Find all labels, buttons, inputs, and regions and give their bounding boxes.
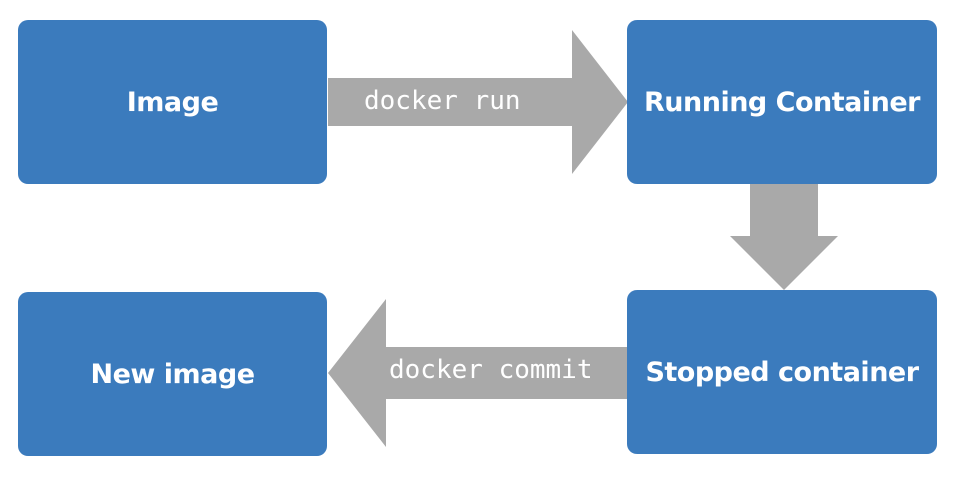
docker-run-arrow-shape	[328, 30, 628, 174]
image-node-label: Image	[126, 86, 219, 118]
image-node: Image	[18, 20, 327, 184]
docker-commit-label: docker commit	[389, 355, 593, 385]
stopped-container-node: Stopped container	[627, 290, 937, 454]
stop-arrow-shape	[730, 184, 838, 290]
running-container-node: Running Container	[627, 20, 937, 184]
docker-commit-arrow-shape	[328, 299, 628, 447]
running-container-node-label: Running Container	[644, 86, 920, 118]
stopped-container-node-label: Stopped container	[645, 356, 919, 388]
new-image-node: New image	[18, 292, 327, 456]
docker-run-label: docker run	[364, 86, 521, 116]
new-image-node-label: New image	[90, 358, 256, 390]
